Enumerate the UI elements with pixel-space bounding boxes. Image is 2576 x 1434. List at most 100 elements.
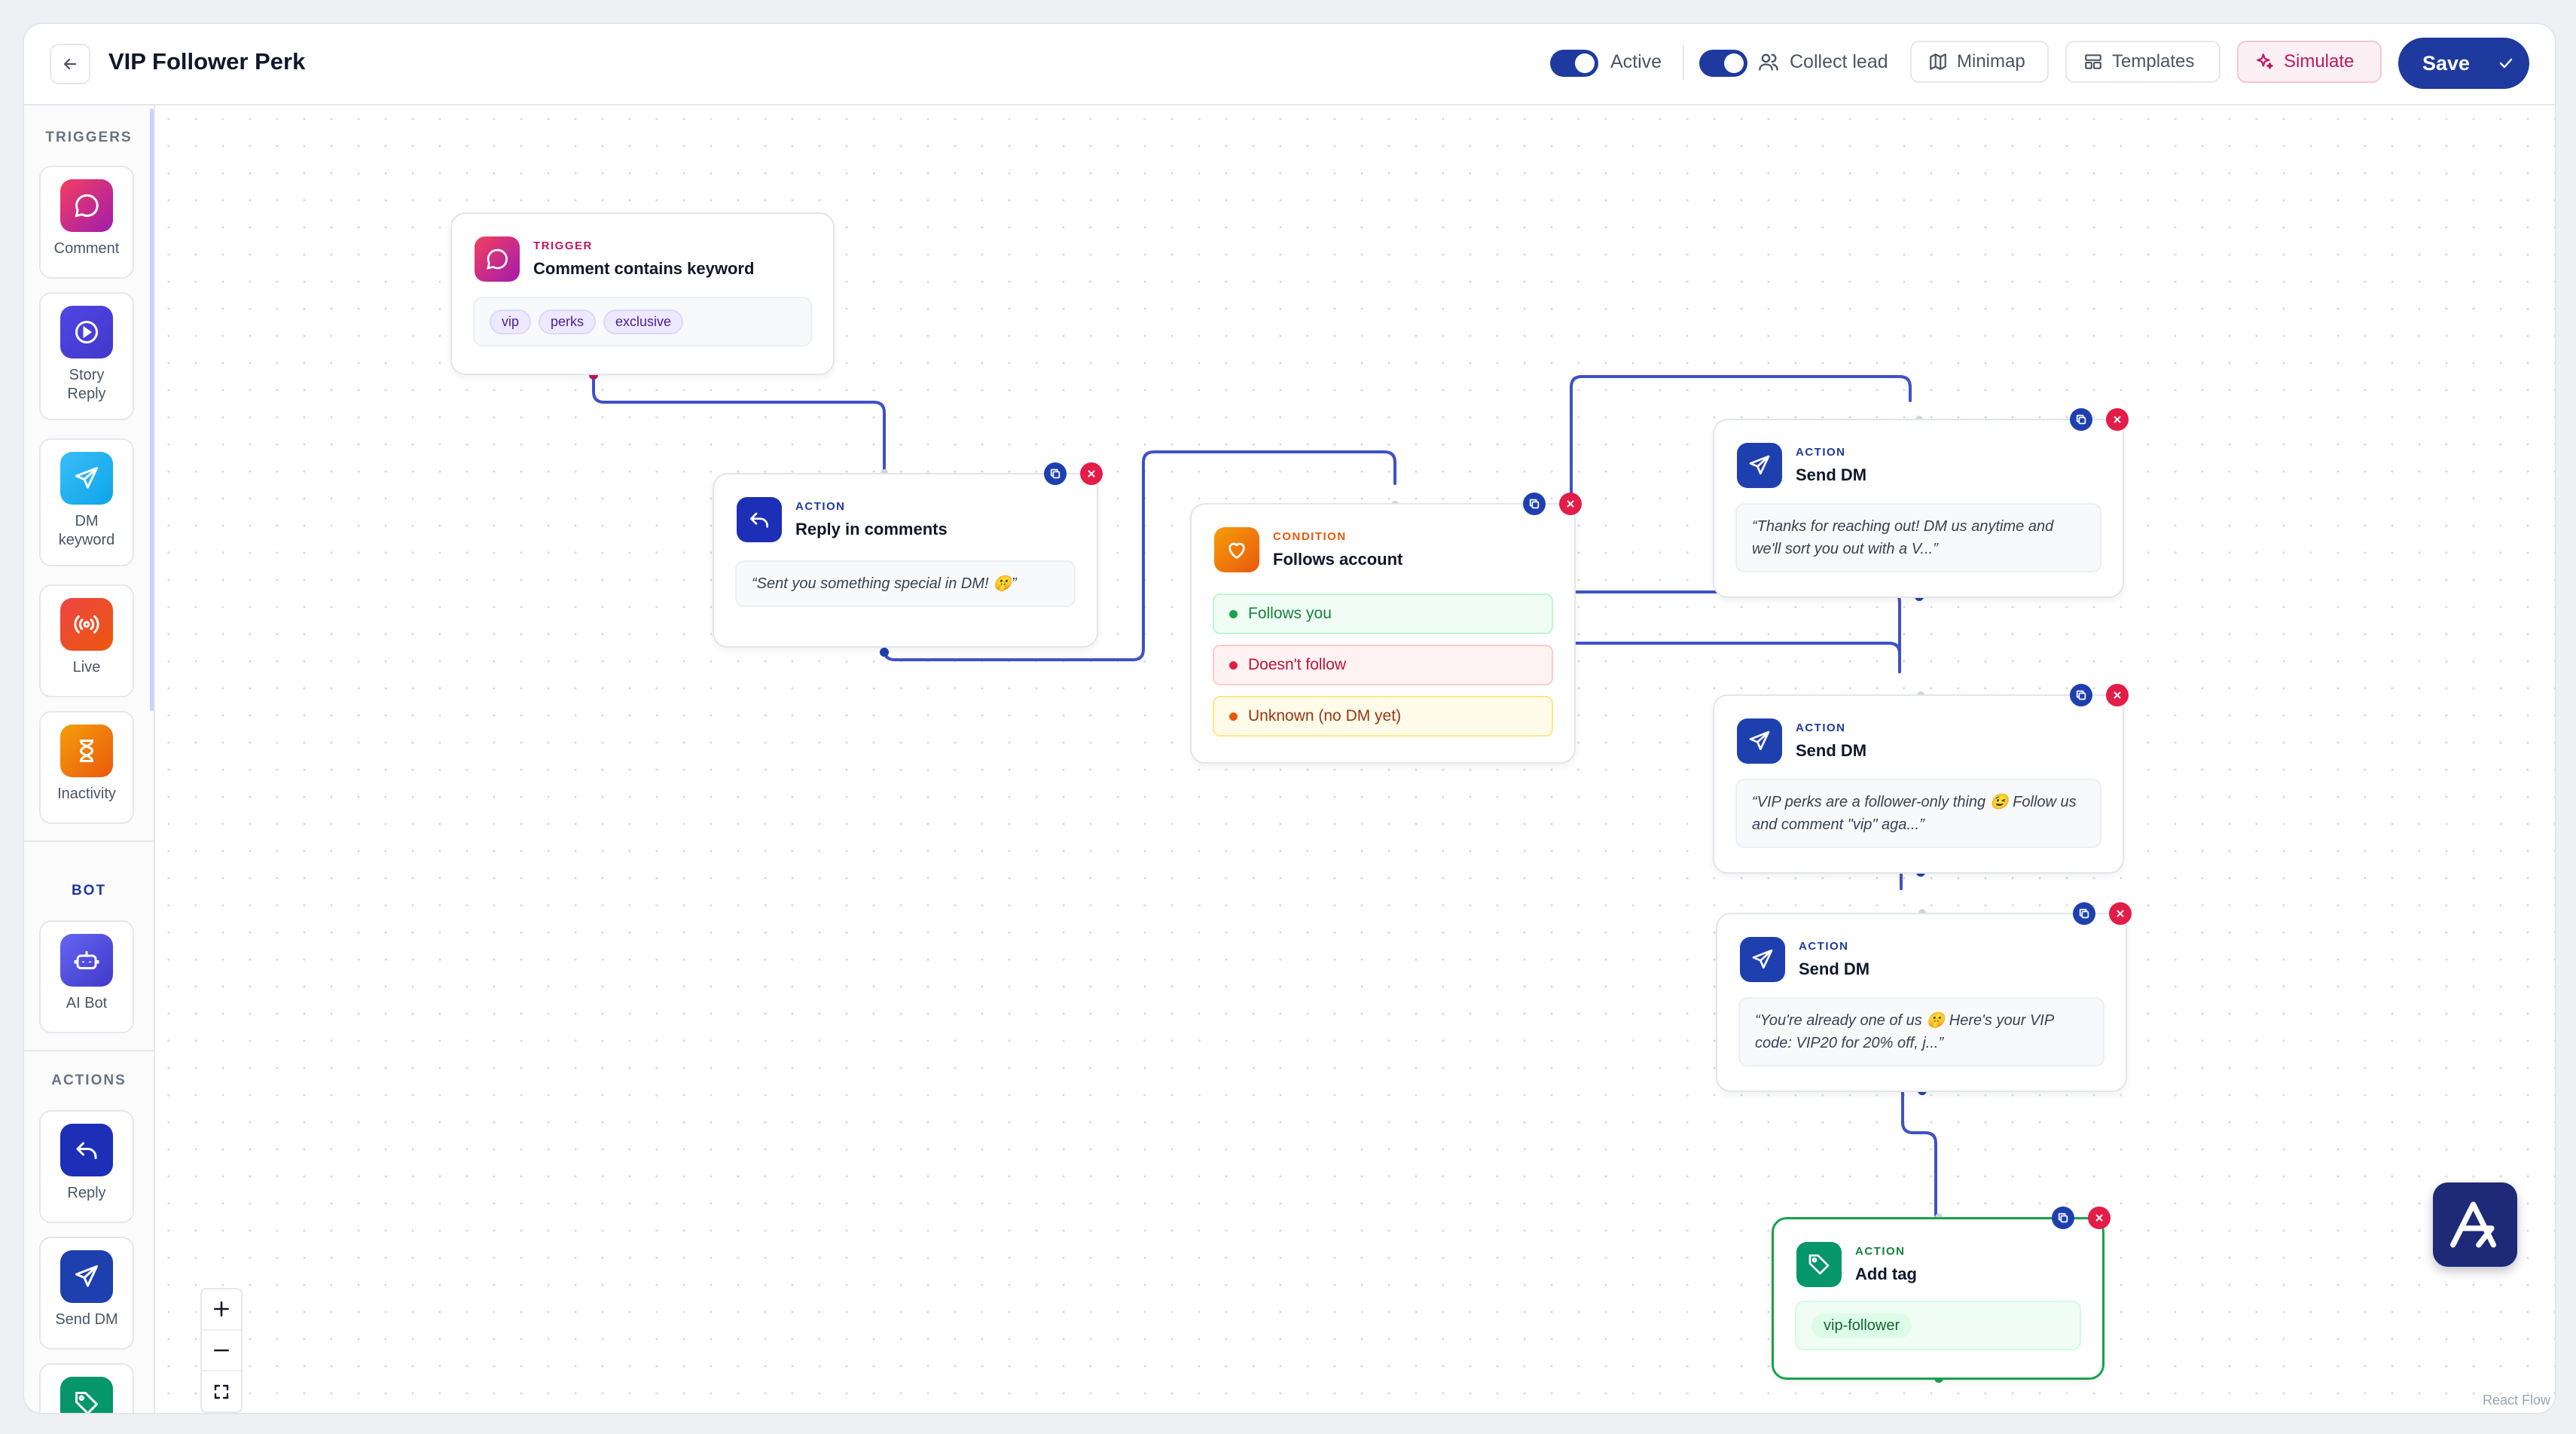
palette-item-reply[interactable]: Reply — [39, 1110, 134, 1223]
top-bar: VIP Follower Perk Active Collect lead Mi… — [24, 24, 2555, 105]
send-dm-node[interactable]: ACTION Send DM “You're already one of us… — [1716, 913, 2127, 1092]
duplicate-node-button[interactable] — [2070, 408, 2092, 431]
message-preview: “Sent you something special in DM! 🤫” — [735, 560, 1076, 607]
tag-list: vip-follower — [1795, 1301, 2081, 1350]
palette-item-label: Story Reply — [67, 367, 106, 402]
sidebar-divider — [24, 1050, 154, 1051]
trigger-node[interactable]: TRIGGER Comment contains keyword vip per… — [450, 212, 835, 375]
palette-item-story-reply[interactable]: Story Reply — [39, 292, 134, 420]
send-icon — [1740, 937, 1785, 982]
send-dm-node[interactable]: ACTION Send DM “VIP perks are a follower… — [1713, 694, 2124, 874]
edge-doesnt-follow-to-dm2 — [1559, 642, 1901, 673]
zoom-controls — [200, 1288, 243, 1413]
collect-lead-label: Collect lead — [1790, 51, 1888, 72]
bot-heading: BOT — [71, 883, 107, 899]
node-kind-label: ACTION — [1796, 722, 1846, 734]
duplicate-node-button[interactable] — [1044, 462, 1067, 485]
node-palette-sidebar: TRIGGERS Comment Story Reply DM keyword … — [24, 105, 155, 1413]
delete-node-button[interactable] — [2109, 902, 2132, 925]
close-icon — [2117, 910, 2124, 917]
node-title: Reply in comments — [795, 520, 948, 539]
palette-item-label: Send DM — [55, 1311, 118, 1328]
palette-item-live[interactable]: Live — [39, 584, 134, 697]
fit-view-button[interactable] — [202, 1371, 241, 1411]
keyword-chip: exclusive — [603, 309, 684, 334]
node-kind-label: ACTION — [1796, 446, 1846, 459]
save-label: Save — [2422, 51, 2471, 75]
simulate-button[interactable]: Simulate — [2237, 41, 2382, 83]
reply-icon — [737, 497, 782, 542]
copy-icon — [2076, 690, 2086, 700]
status-dot — [1229, 661, 1238, 670]
active-toggle[interactable] — [1550, 50, 1598, 77]
duplicate-node-button[interactable] — [2052, 1207, 2074, 1229]
delete-node-button[interactable] — [2106, 684, 2129, 706]
branch-label: Doesn't follow — [1248, 656, 1347, 673]
status-dot — [1229, 609, 1238, 618]
chat-bubble-icon — [60, 179, 113, 232]
flow-editor-window: VIP Follower Perk Active Collect lead Mi… — [23, 23, 2556, 1414]
message-preview: “VIP perks are a follower-only thing 😉 F… — [1735, 779, 2101, 848]
delete-node-button[interactable] — [2088, 1207, 2111, 1229]
branch-label: Unknown (no DM yet) — [1248, 707, 1402, 725]
node-title: Send DM — [1796, 465, 1867, 484]
send-icon — [60, 1250, 113, 1303]
flow-title: VIP Follower Perk — [108, 48, 306, 75]
handle — [880, 648, 889, 657]
node-kind-label: ACTION — [1855, 1245, 1906, 1258]
node-title: Add tag — [1855, 1265, 1917, 1283]
back-button[interactable] — [50, 44, 90, 84]
minimap-label: Minimap — [1957, 51, 2025, 72]
palette-item-comment[interactable]: Comment — [39, 166, 134, 279]
duplicate-node-button[interactable] — [2073, 902, 2095, 925]
palette-item-inactivity[interactable]: Inactivity — [39, 711, 134, 824]
heart-icon — [1214, 527, 1259, 572]
react-flow-attribution[interactable]: React Flow — [2482, 1393, 2550, 1408]
actions-heading: ACTIONS — [51, 1072, 127, 1088]
reply-node[interactable]: ACTION Reply in comments “Sent you somet… — [713, 473, 1098, 648]
condition-node[interactable]: CONDITION Follows account Follows you Do… — [1190, 503, 1576, 764]
zoom-in-button[interactable] — [202, 1289, 241, 1331]
brand-logo-icon — [2450, 1201, 2497, 1248]
node-kind-label: ACTION — [795, 500, 846, 513]
duplicate-node-button[interactable] — [2070, 684, 2092, 706]
palette-item-send-dm[interactable]: Send DM — [39, 1237, 134, 1350]
close-icon — [1567, 500, 1574, 508]
delete-node-button[interactable] — [2106, 408, 2129, 431]
simulate-label: Simulate — [2284, 51, 2355, 72]
branch-unknown[interactable]: Unknown (no DM yet) — [1213, 696, 1553, 737]
collect-lead-toggle[interactable] — [1699, 50, 1747, 77]
send-icon — [60, 452, 113, 505]
tag-chip: vip-follower — [1811, 1313, 1912, 1338]
sidebar-scrollbar[interactable] — [150, 108, 154, 711]
play-circle-icon — [60, 306, 113, 358]
branch-label: Follows you — [1248, 605, 1332, 622]
minimap-button[interactable]: Minimap — [1910, 41, 2049, 83]
brand-logo-button[interactable] — [2433, 1182, 2517, 1267]
duplicate-node-button[interactable] — [1523, 493, 1546, 515]
delete-node-button[interactable] — [1080, 462, 1103, 485]
save-button[interactable]: Save — [2398, 38, 2529, 89]
bot-icon — [60, 934, 113, 987]
add-tag-node[interactable]: ACTION Add tag vip-follower — [1772, 1217, 2104, 1380]
send-dm-node[interactable]: ACTION Send DM “Thanks for reaching out!… — [1713, 419, 2124, 598]
branch-doesnt-follow[interactable]: Doesn't follow — [1213, 645, 1553, 685]
palette-item-ai-bot[interactable]: AI Bot — [39, 920, 134, 1033]
branch-follows-you[interactable]: Follows you — [1213, 593, 1553, 634]
arrow-left-icon — [63, 58, 77, 70]
palette-item-label: AI Bot — [66, 995, 108, 1011]
chat-bubble-icon — [475, 236, 520, 282]
minus-icon — [214, 1349, 229, 1352]
zoom-out-button[interactable] — [202, 1331, 241, 1372]
broadcast-icon — [60, 598, 113, 651]
map-icon — [1930, 53, 1946, 70]
edge-dm3-to-tag — [1901, 1088, 1937, 1217]
palette-item-add-tag[interactable] — [39, 1363, 134, 1413]
palette-item-dm-keyword[interactable]: DM keyword — [39, 438, 134, 566]
sidebar-divider — [24, 841, 154, 842]
delete-node-button[interactable] — [1559, 493, 1582, 515]
node-title: Send DM — [1796, 741, 1867, 760]
templates-button[interactable]: Templates — [2065, 41, 2220, 83]
flow-canvas[interactable]: TRIGGER Comment contains keyword vip per… — [155, 105, 2555, 1413]
close-icon — [2095, 1214, 2103, 1222]
